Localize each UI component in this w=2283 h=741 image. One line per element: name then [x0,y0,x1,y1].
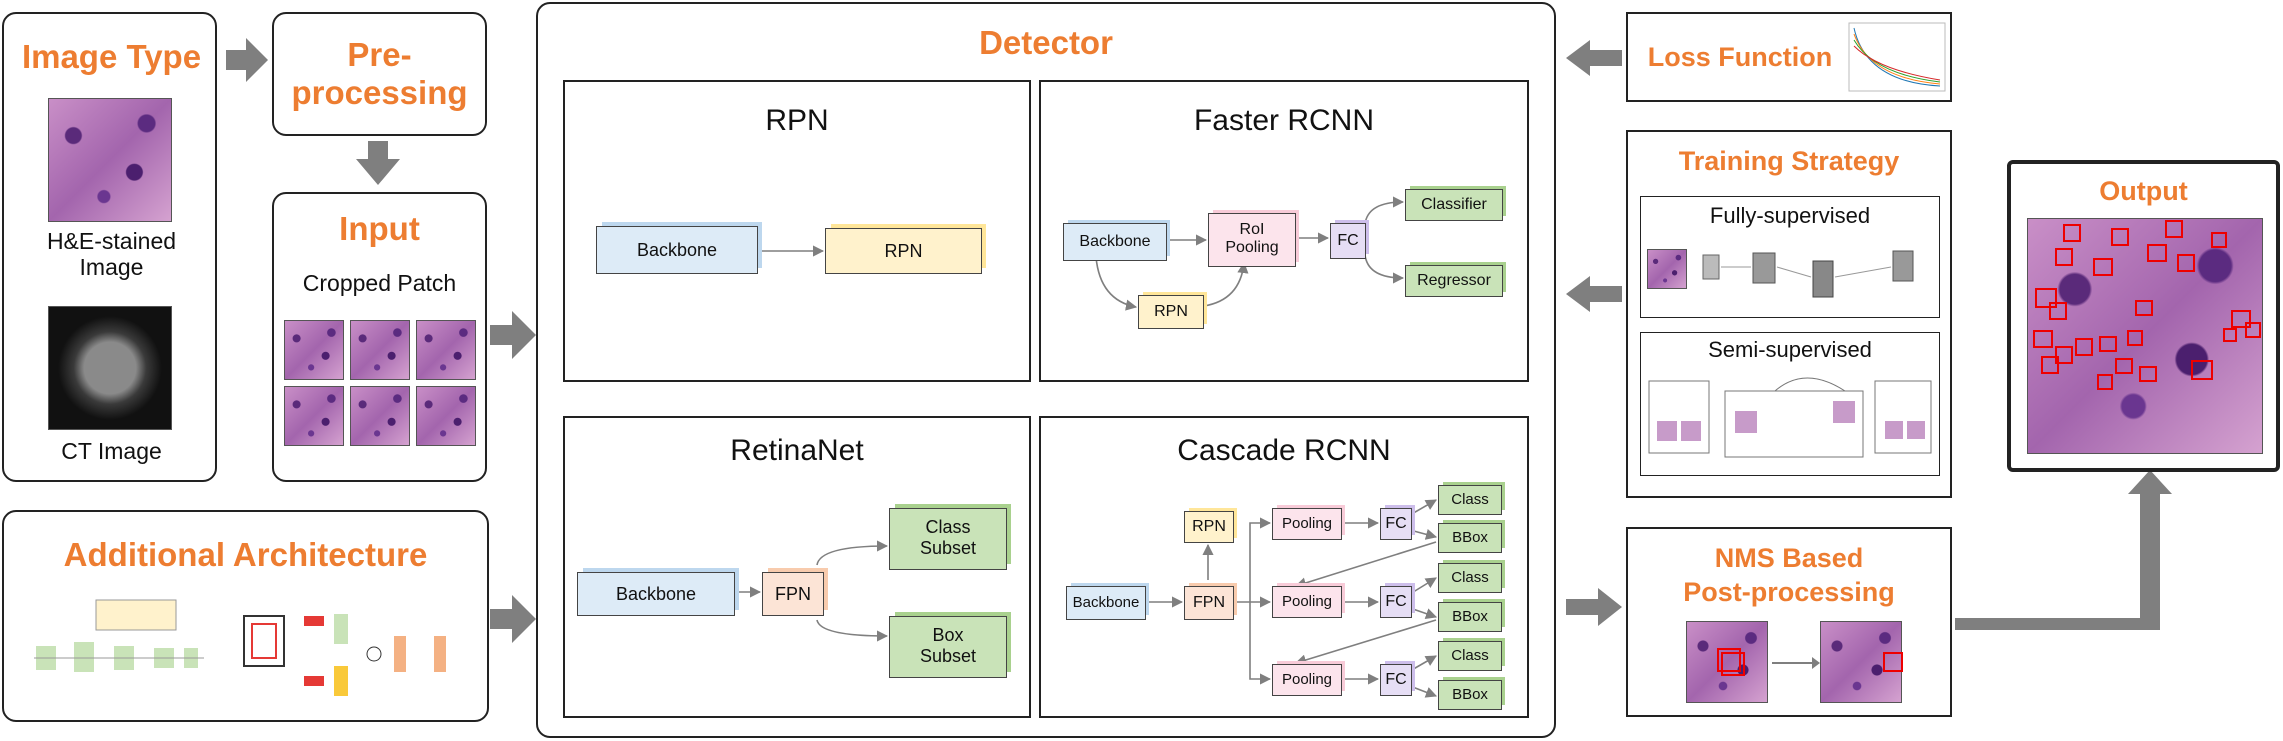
cascade-pooling-node-2: Pooling [1272,586,1342,618]
cropped-patch-label: Cropped Patch [302,270,457,296]
he-label-line2: Image [79,254,144,280]
ct-image [48,306,172,430]
training-strategy-panel: Training Strategy Fully-supervised Semi-… [1626,130,1952,498]
detector-title: Detector [979,24,1113,61]
arrow-imagetype-to-preprocessing [226,38,268,82]
arrow-nms-to-output [1955,470,2172,630]
arrow-input-to-detector [490,311,536,359]
cascade-rpn-node: RPN [1184,511,1234,543]
nms-title-line1: NMS Based [1714,543,1864,573]
patch-6 [416,386,476,446]
cascade-fc-node-3: FC [1380,664,1412,696]
cascade-class-node-3: Class [1438,641,1502,671]
arrow-training-to-detector [1566,276,1622,312]
ct-label: CT Image [61,438,162,464]
semi-supervised-label: Semi-supervised [1708,337,1872,362]
output-panel: Output [2007,160,2280,472]
preprocessing-title-line2: processing [291,74,468,111]
retina-backbone-node: Backbone [577,572,735,616]
cascade-fc-node-2: FC [1380,586,1412,618]
semi-supervised-pipeline [1648,377,1932,458]
additional-architecture-panel: Additional Architecture [2,510,489,722]
image-type-panel: Image Type H&E-stained Image CT Image [2,12,217,482]
nms-before-image [1686,621,1768,703]
preprocessing-title-line1: Pre- [347,36,412,73]
faster-backbone-node: Backbone [1063,223,1167,261]
faster-regressor-node: Regressor [1405,265,1503,297]
loss-function-panel: Loss Function [1626,12,1952,102]
box-subset-line1: Box [932,625,964,645]
output-title: Output [2099,176,2188,206]
faster-classifier-node: Classifier [1405,189,1503,221]
loss-function-title: Loss Function [1647,42,1833,72]
arrow-preprocessing-to-input [356,141,400,185]
input-title: Input [339,210,420,247]
rpn-rpn-node: RPN [825,228,982,274]
rpn-title: RPN [765,104,829,137]
class-subset-line1: Class [925,517,971,537]
nms-box-1 [1717,648,1741,672]
nms-arrow [1772,657,1820,669]
arrow-loss-to-detector [1566,40,1622,76]
training-strategy-title: Training Strategy [1678,146,1900,176]
faster-fc-node: FC [1330,223,1366,259]
retina-class-subset-node: Class Subset [889,508,1007,570]
cascade-fpn-node: FPN [1184,586,1234,620]
additional-architecture-title: Additional Architecture [63,536,428,573]
image-type-title: Image Type [21,38,202,75]
retinanet-title: RetinaNet [730,434,864,467]
patch-2 [350,320,410,380]
he-label-line1: H&E-stained [46,228,177,254]
output-detection-boxes [2033,220,2261,390]
nms-panel: NMS Based Post-processing [1626,527,1952,717]
patch-5 [350,386,410,446]
faster-rcnn-title: Faster RCNN [1193,104,1374,137]
nms-title-line2: Post-processing [1683,577,1895,607]
cascade-bbox-node-2: BBox [1438,602,1502,632]
cascade-class-node-2: Class [1438,563,1502,593]
nms-after-image [1820,621,1903,703]
faster-rpn-node: RPN [1138,295,1204,329]
arrow-additional-to-detector [490,595,536,643]
retina-box-subset-node: Box Subset [889,616,1007,678]
arrow-detector-to-nms [1566,588,1622,626]
semi-supervised-box: Semi-supervised [1640,332,1940,476]
nms-box-2 [1721,652,1745,676]
roi-line2: Pooling [1225,239,1279,256]
patch-4 [284,386,344,446]
cascade-pooling-node-3: Pooling [1272,664,1342,696]
retina-fpn-node: FPN [762,572,824,616]
cascade-bbox-node-1: BBox [1438,523,1502,553]
fully-supervised-network [1702,250,1914,298]
cascade-class-node-1: Class [1438,485,1502,515]
patch-1 [284,320,344,380]
box-subset-line2: Subset [919,646,977,666]
loss-curve-plot [1848,22,1946,92]
cascade-bbox-node-3: BBox [1438,680,1502,710]
cascade-pooling-node-1: Pooling [1272,508,1342,540]
preprocessing-panel: Pre- processing [272,12,487,136]
cascade-fc-node-1: FC [1380,508,1412,540]
fully-supervised-box: Fully-supervised [1640,196,1940,318]
fully-supervised-label: Fully-supervised [1709,203,1871,228]
rpn-backbone-node: Backbone [596,226,758,274]
cascade-backbone-node: Backbone [1066,586,1146,620]
patch-3 [416,320,476,380]
fully-supervised-sample [1647,249,1687,289]
cascade-rcnn-title: Cascade RCNN [1177,434,1391,467]
faster-roi-pooling-node: RoI Pooling [1208,213,1296,267]
roi-line1: RoI [1239,221,1265,238]
class-subset-line2: Subset [919,538,977,558]
additional-architecture-figure [34,599,446,696]
nms-box-kept [1883,652,1903,672]
output-detection-image [2027,218,2263,454]
input-panel: Input Cropped Patch [272,192,487,482]
he-stained-image [48,98,172,222]
